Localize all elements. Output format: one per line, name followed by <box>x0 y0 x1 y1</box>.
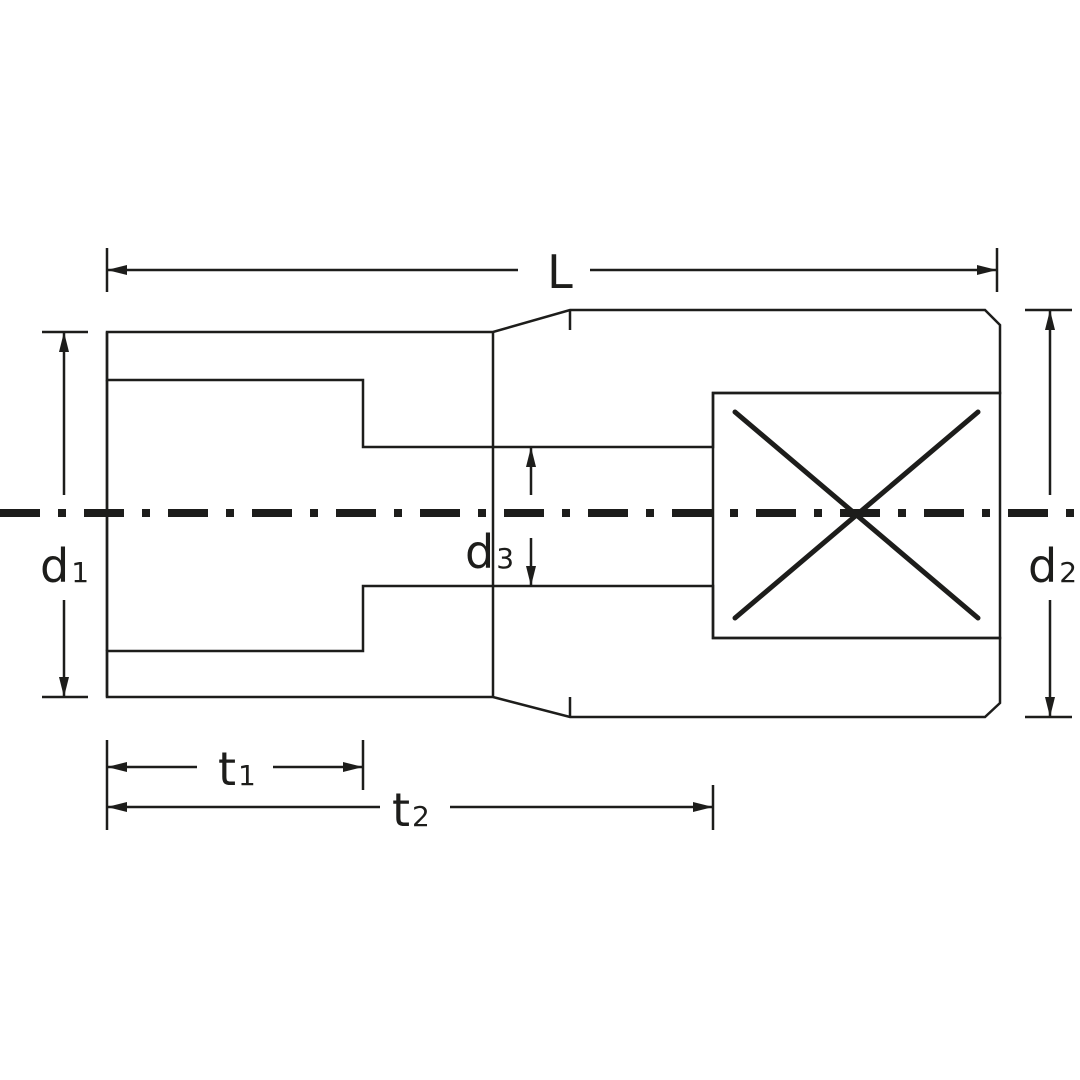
label-t1: t1 <box>218 742 256 796</box>
label-d1: d1 <box>40 539 89 593</box>
label-d2: d2 <box>1028 539 1077 593</box>
label-t2: t2 <box>392 783 430 837</box>
label-d3: d3 <box>465 525 514 579</box>
hatched-wall-top <box>105 308 1002 449</box>
hatched-wall-bottom <box>105 584 1002 719</box>
square-drive <box>711 391 1002 640</box>
label-L: L <box>547 245 573 299</box>
